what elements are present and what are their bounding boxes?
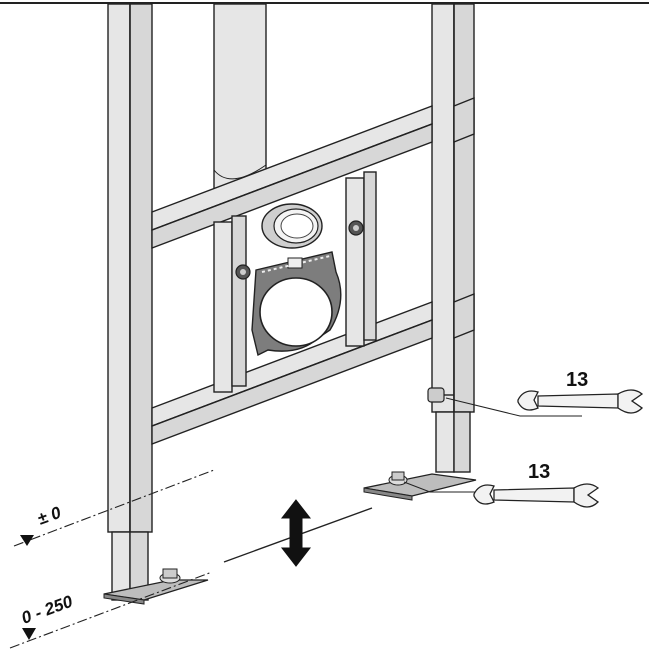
right-foot-plate — [363, 471, 477, 501]
bolt-hole-left — [235, 264, 251, 280]
bolt-hole-right — [348, 220, 364, 236]
inner-rail-left — [213, 215, 247, 393]
open-end-wrench-icon-lower — [473, 483, 600, 508]
open-end-wrench-icon-upper — [517, 389, 644, 414]
leader-line-lower — [403, 481, 476, 493]
wrench-size-label-lower: 13 — [528, 461, 550, 483]
level-marker-range-icon — [22, 628, 36, 640]
wrench-size-label-upper: 13 — [566, 369, 588, 391]
height-range-label: 0 - 250 — [19, 592, 76, 628]
wall-panel — [213, 3, 267, 195]
leader-line-upper — [445, 397, 582, 417]
left-upright-post — [107, 3, 153, 601]
upper-crossbar — [151, 96, 475, 250]
level-zero-label: ± 0 — [35, 503, 64, 529]
inner-rail-right — [345, 171, 377, 347]
double-arrow-vertical-icon — [280, 499, 312, 567]
level-marker-zero-icon — [20, 535, 34, 546]
drain-connection-plate — [251, 251, 342, 357]
flush-pipe-connector — [261, 203, 323, 249]
height-adjust-bolt — [427, 387, 454, 403]
